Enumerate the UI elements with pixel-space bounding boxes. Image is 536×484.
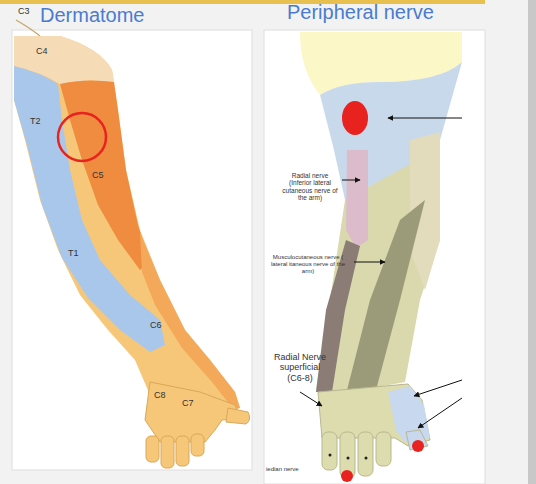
nerve-label: Radial Nerve superficial (C6-8) <box>270 352 330 383</box>
musculocutaneous-region <box>346 200 425 394</box>
leader-arrow <box>388 118 462 119</box>
red-spot <box>412 440 424 452</box>
leader-arrow <box>414 380 462 396</box>
finger-dot <box>329 454 332 457</box>
radial-region <box>346 150 368 248</box>
finger <box>358 432 373 476</box>
dermatome-label: C7 <box>182 398 194 408</box>
finger <box>376 432 391 466</box>
label-holder: C6 <box>150 320 162 330</box>
hand-thumb <box>226 408 250 424</box>
label-holder: Radial Nerve superficial (C6-8) <box>270 352 330 383</box>
nerve-label: Musculocutaneous nerve ( lateral itaneou… <box>266 254 350 275</box>
figure-panel: Dermatome <box>12 30 252 470</box>
hand-palm <box>145 382 240 442</box>
dermatome-label: T1 <box>68 248 79 258</box>
label-holder: C8 <box>154 390 166 400</box>
finger <box>161 436 174 468</box>
panel-heading: Peripheral nerve <box>287 1 434 23</box>
leader-arrow <box>354 262 385 263</box>
panel-ground <box>12 30 252 470</box>
label-holder: T2 <box>30 116 41 126</box>
label-holder: C7 <box>182 398 194 408</box>
leader-arrow <box>342 180 360 181</box>
finger <box>146 436 159 462</box>
finger-dot <box>365 457 368 460</box>
leader-arrow <box>300 392 322 406</box>
dermatome-label: C4 <box>36 46 48 56</box>
red-spot <box>342 101 368 135</box>
dermatome-label: T2 <box>30 116 41 126</box>
red-spot <box>341 470 353 482</box>
arm-silhouette <box>14 36 240 408</box>
label-holder: C4 <box>36 46 48 56</box>
t-region <box>14 66 165 352</box>
finger <box>322 432 337 470</box>
dermatome-label: C3 <box>18 6 30 16</box>
c5-region <box>60 80 150 270</box>
side-bar <box>528 0 536 484</box>
dermatome-label: C6 <box>150 320 162 330</box>
dermatome-label: C8 <box>154 390 166 400</box>
label-holder: C5 <box>92 170 104 180</box>
dermatome-label: C5 <box>92 170 104 180</box>
label-holder: C3 <box>18 6 30 16</box>
finger <box>176 436 189 466</box>
finger-dot <box>347 457 350 460</box>
label-holder: Radial nerve (Inferior lateral cutaneous… <box>282 172 338 202</box>
nerve-label: Radial nerve (Inferior lateral cutaneous… <box>282 172 338 202</box>
highlight-circle <box>58 113 106 161</box>
label-holder: iedian nerve <box>266 466 299 473</box>
leader-arrow <box>418 398 462 428</box>
c3-border <box>16 20 40 36</box>
label-holder: T1 <box>68 248 79 258</box>
finger <box>191 434 204 456</box>
panel-heading: Dermatome <box>40 4 144 26</box>
label-holder: Musculocutaneous nerve ( lateral itaneou… <box>266 254 350 275</box>
panel-ground <box>264 30 485 484</box>
nerve-label: iedian nerve <box>266 466 299 473</box>
